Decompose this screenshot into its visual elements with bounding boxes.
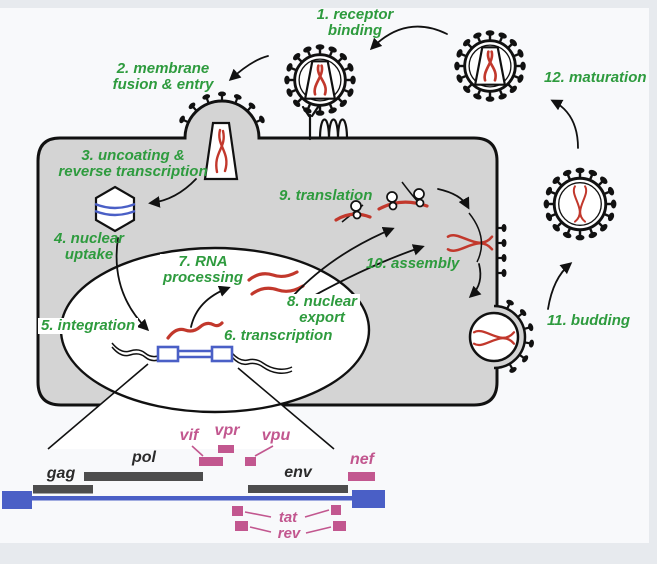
genome-backbone (25, 496, 365, 501)
host-dna (111, 342, 293, 374)
tat-exon2 (331, 505, 341, 515)
entering-capsid-icon (203, 121, 239, 181)
step-label-translation: 9. translation (279, 187, 373, 204)
env-bar (248, 485, 348, 493)
integrated-provirus-icon (156, 345, 234, 363)
step-label-uncoating: 3. uncoating & reverse transcription (58, 147, 208, 180)
gene-label-rev: rev (277, 525, 301, 542)
page-margin-right (649, 0, 657, 564)
reverse-transcription-complex-icon (94, 185, 136, 233)
gene-label-vpr: vpr (214, 422, 240, 439)
gene-label-env: env (284, 464, 312, 481)
step-label-nuclear-uptake: 4. nuclear uptake (53, 230, 125, 263)
step-label-receptor-binding: 1. receptor binding (316, 6, 394, 39)
genome-map (2, 445, 385, 534)
gene-label-gag: gag (46, 465, 76, 482)
ribosome-cluster-icon (377, 181, 429, 211)
ltr-right (352, 490, 385, 508)
nascent-mrna-icon (166, 321, 224, 340)
gene-label-pol: pol (132, 449, 156, 466)
vpu-bar (245, 457, 256, 466)
page-margin-top (0, 0, 657, 8)
gag-bar (33, 485, 93, 494)
vif-bar (199, 457, 223, 466)
pol-bar (84, 472, 203, 481)
gene-label-vpu: vpu (261, 427, 291, 444)
gene-label-nef: nef (350, 451, 374, 468)
processed-mrna-icons (247, 270, 305, 296)
step-label-rna-processing: 7. RNA processing (159, 254, 247, 286)
step-label-nuclear-export: 8. nuclear export (283, 294, 361, 326)
genome-zoom-lines (47, 363, 335, 450)
page-margin-bottom (0, 543, 657, 564)
step-label-membrane-fusion: 2. membrane fusion & entry (112, 60, 214, 93)
ribosome-cluster-icon (334, 200, 372, 223)
rev-exon1 (235, 521, 248, 531)
vpr-bar (218, 445, 234, 453)
assembly-membrane-arc (468, 212, 483, 263)
ltr-left (2, 491, 32, 509)
step-label-budding: 11. budding (547, 312, 631, 329)
gene-label-tat: tat (278, 509, 298, 526)
mature-virion-icon (454, 30, 526, 102)
nef-bar (348, 472, 375, 481)
immature-virion-icon (544, 168, 617, 241)
step-label-assembly: 10. assembly (366, 255, 460, 272)
coreceptor-coil-icon (318, 118, 349, 140)
tat-exon1 (232, 506, 243, 516)
step-label-transcription: 6. transcription (224, 327, 333, 344)
rev-exon2 (333, 521, 346, 531)
step-label-maturation: 12. maturation (544, 69, 647, 86)
budding-virion-icon (468, 297, 536, 376)
cycle-arrows (115, 25, 579, 332)
step-label-integration: 5. integration (38, 318, 139, 334)
gene-label-vif: vif (179, 427, 199, 444)
receptor-binding-virion-icon (284, 44, 356, 116)
